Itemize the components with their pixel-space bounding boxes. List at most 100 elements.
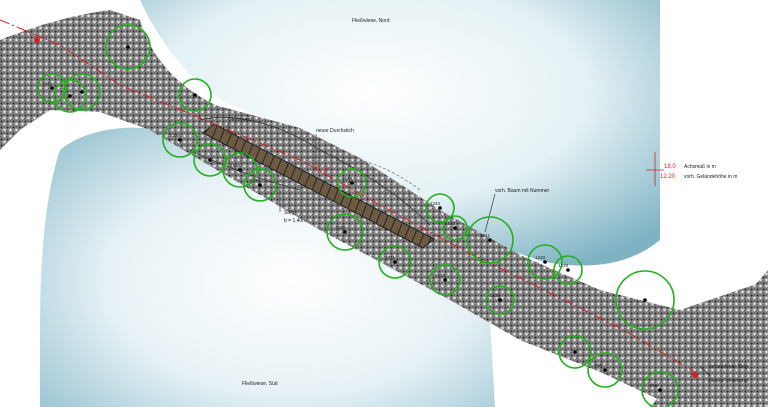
tree-number: 1244	[250, 178, 261, 183]
tree-trunk-dot	[343, 230, 347, 234]
legend: 18.0 Achsmaß in m 12.20 vorh. Geländehöh…	[646, 152, 737, 186]
tree-trunk-dot	[258, 183, 262, 187]
tree-trunk-dot	[453, 226, 457, 230]
south-meadow-area	[40, 127, 495, 407]
tree-number: 1245	[342, 176, 353, 181]
tree-trunk-dot	[68, 94, 72, 98]
tree: 1231	[378, 245, 412, 279]
meadow-north-label: Fließwiese, Nord	[352, 18, 390, 24]
tree-trunk-dot	[350, 181, 354, 185]
tree-number: 1220	[335, 225, 346, 230]
gravel-path-east	[650, 270, 768, 407]
gravel-path-west	[0, 38, 20, 120]
centerline-start-marker	[34, 37, 40, 43]
leader-weg	[699, 365, 711, 377]
leader-baum	[484, 193, 496, 233]
tree-trunk-dot	[393, 260, 397, 264]
tree: 958	[641, 371, 679, 407]
tree-crown	[326, 213, 364, 251]
tree-trunk-dot	[573, 350, 577, 354]
tree-number: 1233	[435, 273, 446, 278]
tree-crown	[178, 78, 212, 112]
centerline-mark-1: 3.30	[314, 162, 323, 173]
tree-number: 958	[650, 383, 658, 388]
ufer-label: Uferbereich	[228, 117, 254, 123]
tree-trunk-dot	[658, 388, 662, 392]
tree-number: 1225	[170, 133, 181, 138]
legend-height-text: vorh. Geländehöhe in m	[684, 174, 737, 180]
tree-number: 1231	[385, 255, 396, 260]
tree	[178, 78, 212, 112]
tree	[105, 24, 151, 70]
tree-trunk-dot	[50, 86, 54, 90]
tree	[193, 143, 227, 177]
weg-bottom-label: Gehölz Umleitung	[708, 378, 748, 384]
tree-crown	[162, 122, 198, 158]
dashed-channel	[299, 155, 421, 191]
tree: 1221	[37, 73, 67, 103]
tree-crown	[553, 255, 583, 285]
tree-trunk-dot	[438, 206, 442, 210]
tree-crown	[485, 285, 515, 315]
tree-crown	[615, 270, 675, 330]
tree-crown	[63, 73, 101, 111]
tree-trunk-dot	[208, 158, 212, 162]
tree-trunk-dot	[643, 298, 647, 302]
tree-crown	[337, 168, 367, 198]
tree-number: 1240	[535, 255, 546, 260]
tree: 1243	[425, 193, 455, 223]
tree-number: 1241	[480, 233, 491, 238]
baum-label: vorh. Baum mit Nummer	[495, 188, 550, 194]
tree-crown	[37, 73, 67, 103]
tree: 1244	[243, 168, 277, 202]
tree	[558, 335, 592, 369]
tree: 1241	[466, 216, 514, 264]
tree-trunk-dot	[126, 45, 130, 49]
tree-number: 1238	[490, 293, 501, 298]
tree: 1240	[527, 244, 563, 280]
tree-trunk-dot	[193, 93, 197, 97]
centerline-mark-2: 2.60	[322, 165, 331, 176]
weg-top-label: vorhandener Weg	[708, 364, 748, 370]
legend-axis-text: Achsmaß in m	[684, 164, 716, 170]
red-centerline	[0, 19, 701, 376]
steg-width-label: b = 1,40m	[284, 218, 306, 224]
new-cut-outline-lower	[189, 149, 301, 191]
tree: 1239	[553, 255, 583, 285]
tree-trunk-dot	[543, 260, 547, 264]
gravel-path	[0, 10, 768, 400]
tree-trunk-dot	[603, 368, 607, 372]
tree-crown	[243, 168, 277, 202]
centerline-end-marker	[692, 372, 698, 378]
tree	[53, 79, 87, 113]
footbridge	[202, 123, 435, 249]
tree-trunk-dot	[178, 138, 182, 142]
tree-crown	[105, 24, 151, 70]
tree-crown	[53, 79, 87, 113]
north-meadow-area	[140, 0, 660, 266]
tree: 1225	[162, 122, 198, 158]
tree-number: 956	[595, 363, 603, 368]
durchstich-label: neuer Durchstich	[316, 128, 354, 134]
legend-axis-value: 18.0	[664, 164, 676, 170]
tree-crown	[466, 216, 514, 264]
tree-crown	[587, 352, 623, 388]
tree-trunk-dot	[566, 268, 570, 272]
tree-number: 1239	[558, 263, 569, 268]
tree-number: 1226	[230, 163, 241, 168]
tree-crown	[442, 215, 468, 241]
tree-crown	[527, 244, 563, 280]
tree-trunk-dot	[498, 298, 502, 302]
tree-number: 1221	[42, 81, 53, 86]
tree-crown	[425, 193, 455, 223]
tree-crown	[558, 335, 592, 369]
steg-label: Steg	[284, 210, 295, 216]
tree: 1233	[429, 264, 461, 296]
meadow-south-label: Fließwiese, Süd	[242, 381, 278, 387]
tree-trunk-dot	[238, 168, 242, 172]
tree-crown	[641, 371, 679, 407]
new-cut-outline	[199, 116, 431, 226]
